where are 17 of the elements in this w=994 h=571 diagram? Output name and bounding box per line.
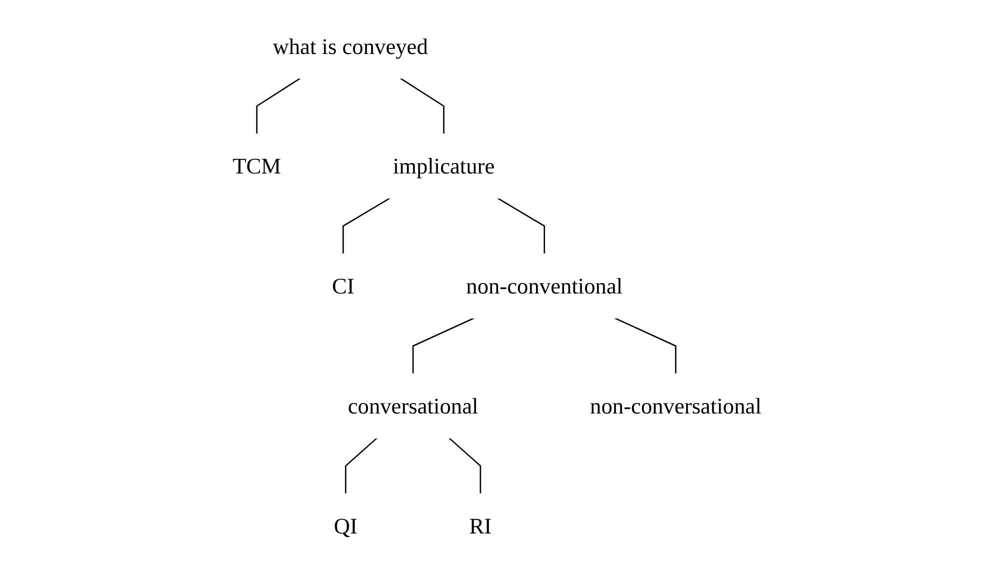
connector: [342, 197, 390, 254]
connector: [256, 77, 301, 134]
connector: [400, 77, 444, 134]
node-text: RI: [469, 512, 492, 538]
node-text: non-conventional: [466, 272, 623, 298]
node-text: CI: [332, 272, 354, 298]
connector: [614, 316, 676, 374]
connector: [412, 316, 475, 374]
node-text: implicature: [392, 152, 495, 178]
connector: [448, 436, 482, 494]
connector: [497, 197, 546, 254]
node-text: TCM: [232, 152, 282, 178]
connector: [345, 436, 378, 494]
node-text: non-conversational: [590, 392, 762, 418]
node-text: QI: [334, 512, 358, 538]
node-text: conversational: [348, 392, 478, 418]
node-text: what is conveyed: [272, 32, 428, 58]
